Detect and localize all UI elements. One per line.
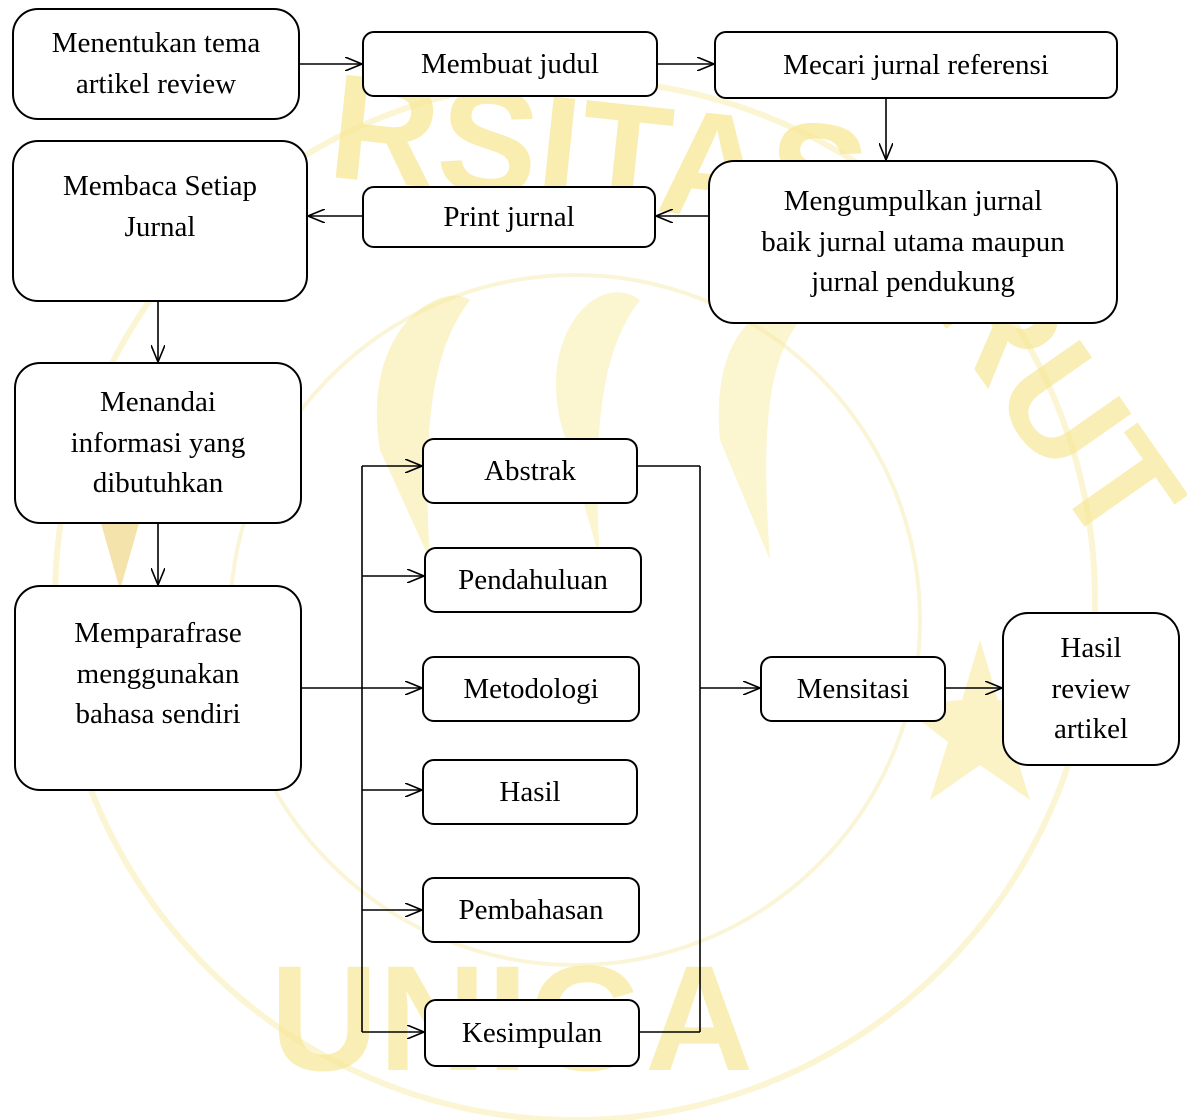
node-mengumpulkan-jurnal: Mengumpulkan jurnal baik jurnal utama ma… [708,160,1118,324]
node-membuat-judul: Membuat judul [362,31,658,97]
watermark-star [900,640,1060,800]
node-print-jurnal: Print jurnal [362,186,656,248]
watermark-accent-left [100,520,140,590]
node-mecari-jurnal: Mecari jurnal referensi [714,31,1118,99]
node-kesimpulan: Kesimpulan [424,999,640,1067]
node-membaca-jurnal: Membaca Setiap Jurnal [12,140,308,302]
watermark-emblem-left [376,295,470,560]
node-abstrak: Abstrak [422,438,638,504]
node-pembahasan: Pembahasan [422,877,640,943]
node-hasil-review: Hasil review artikel [1002,612,1180,766]
watermark-emblem-right [718,311,800,560]
node-pendahuluan: Pendahuluan [424,547,642,613]
node-hasil: Hasil [422,759,638,825]
node-mensitasi: Mensitasi [760,656,946,722]
watermark-emblem-center [556,292,640,560]
node-menentukan-tema: Menentukan tema artikel review [12,8,300,120]
node-memparafrase: Memparafrase menggunakan bahasa sendiri [14,585,302,791]
node-menandai-informasi: Menandai informasi yang dibutuhkan [14,362,302,524]
node-metodologi: Metodologi [422,656,640,722]
